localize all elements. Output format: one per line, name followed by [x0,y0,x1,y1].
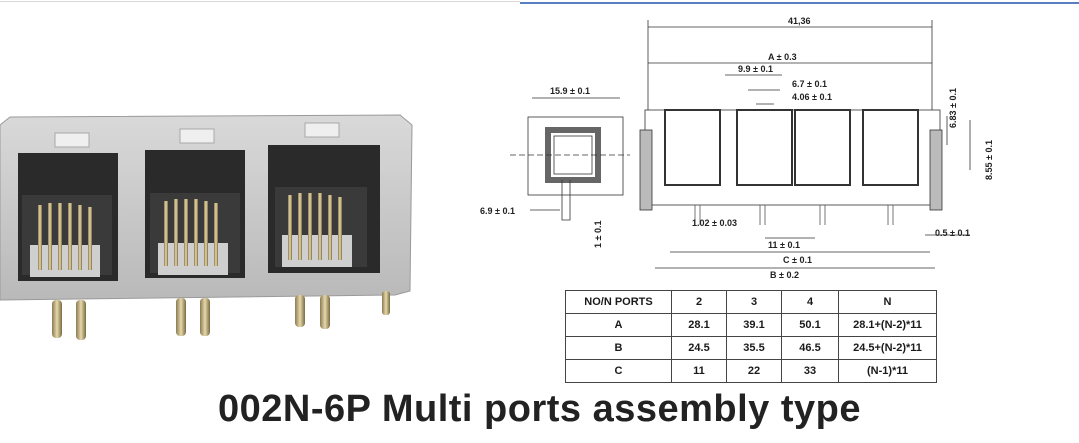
table-row: C 11 22 33 (N-1)*11 [565,359,937,383]
table-cell: B [565,336,672,360]
dimension-drawing: 41,36 A ± 0.3 9.9 ± 0.1 6.7 ± 0.1 4.06 ±… [480,16,994,280]
table-row: A 28.1 39.1 50.1 28.1+(N-2)*11 [565,313,937,337]
dim-1-02: 1.02 ± 0.03 [692,218,737,228]
dim-1: 1 ± 0.1 [593,221,603,248]
dim-6-7: 6.7 ± 0.1 [792,79,827,89]
table-header: 3 [726,290,782,314]
product-photo [0,114,413,340]
table-cell: 28.1 [671,313,727,337]
table-cell: 24.5 [671,336,727,360]
table-cell: C [565,359,672,383]
dim-6-83: 6.83 ± 0.1 [948,88,958,128]
dim-side-width: 15.9 ± 0.1 [550,86,590,96]
table-cell: 35.5 [726,336,782,360]
table-header: 2 [671,290,727,314]
dim-pitch-9-9: 9.9 ± 0.1 [738,64,773,74]
dim-a: A ± 0.3 [768,52,797,62]
dim-4-06: 4.06 ± 0.1 [792,92,832,102]
table-cell: 24.5+(N-2)*11 [838,336,937,360]
dim-6-9: 6.9 ± 0.1 [480,206,515,216]
table-cell: 39.1 [726,313,782,337]
table-header-row: NO/N PORTS 2 3 4 N [565,290,937,314]
port-2 [145,150,245,278]
table-row: B 24.5 35.5 46.5 24.5+(N-2)*11 [565,336,937,360]
port-1 [18,153,118,281]
top-rule [0,0,1079,6]
table-cell: 33 [781,359,839,383]
table-header: 4 [781,290,839,314]
dim-c: C ± 0.1 [783,255,812,265]
dim-overall-width: 41,36 [788,16,811,26]
table-cell: 11 [671,359,727,383]
table-cell: (N-1)*11 [838,359,937,383]
table-cell: 50.1 [781,313,839,337]
dim-pitch-11: 11 ± 0.1 [768,240,800,250]
table-cell: 46.5 [781,336,839,360]
port-3 [268,145,380,273]
dim-8-55: 8.55 ± 0.1 [984,140,994,180]
ports-dimension-table: NO/N PORTS 2 3 4 N A 28.1 39.1 50.1 28.1… [565,290,937,383]
product-caption: 002N-6P Multi ports assembly type [217,388,862,430]
table-cell: 28.1+(N-2)*11 [838,313,937,337]
table-cell: A [565,313,672,337]
table-header: NO/N PORTS [565,290,672,314]
dim-b: B ± 0.2 [770,270,799,280]
table-header: N [838,290,937,314]
dim-0-5: 0.5 ± 0.1 [935,228,970,238]
table-cell: 22 [726,359,782,383]
